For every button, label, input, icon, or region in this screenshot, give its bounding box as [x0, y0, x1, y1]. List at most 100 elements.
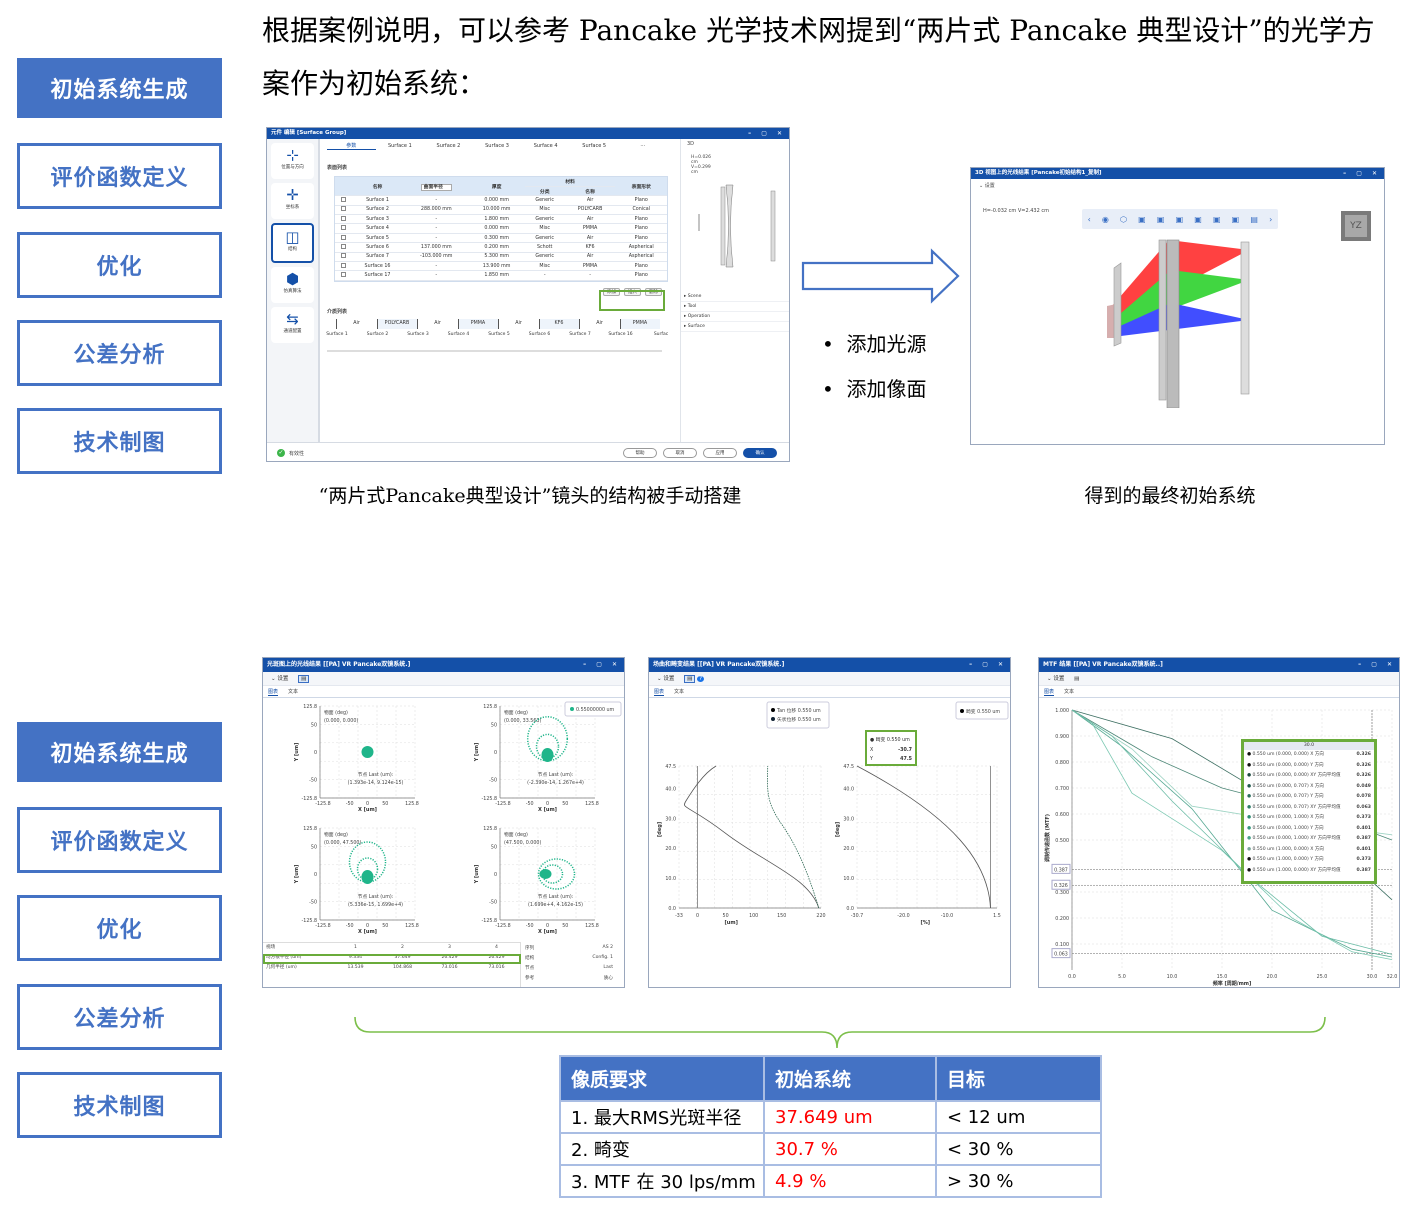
cube-front-icon[interactable]: ▣ — [1138, 214, 1146, 224]
tree-item[interactable]: ▸ Surface — [681, 322, 789, 332]
list-icon[interactable]: ▤ — [1074, 676, 1080, 682]
help-icon[interactable]: ? — [697, 676, 704, 682]
checkbox[interactable] — [340, 243, 346, 249]
row-button[interactable]: 添加 — [603, 288, 620, 296]
next-icon[interactable]: › — [1269, 214, 1273, 224]
cube-back-icon[interactable]: ▣ — [1156, 214, 1165, 224]
tab-text[interactable]: 文本 — [1064, 689, 1075, 695]
nav-drawing[interactable]: 技术制图 — [17, 408, 222, 474]
checkbox[interactable] — [340, 262, 346, 268]
nav-optimize[interactable]: 优化 — [17, 895, 222, 961]
checkbox[interactable] — [340, 234, 346, 240]
cube-bottom-icon[interactable]: ▣ — [1231, 214, 1240, 224]
dialog-button[interactable]: 取消 — [663, 448, 697, 458]
nav-drawing[interactable]: 技术制图 — [17, 1072, 222, 1138]
cell-name: Surface 5 — [351, 233, 404, 244]
nav-optimize[interactable]: 优化 — [17, 232, 222, 298]
window-controls[interactable]: – ▢ ✕ — [748, 130, 786, 137]
row-checkbox[interactable] — [335, 270, 351, 281]
tab-text[interactable]: 文本 — [674, 689, 685, 695]
row-checkbox[interactable] — [335, 252, 351, 263]
settings-toggle[interactable]: ⌄ 设置 — [979, 183, 995, 189]
image-value: (-2.390e-14, 1.267e+4) — [527, 780, 584, 786]
editor-tab[interactable]: Surface 3 — [485, 143, 509, 149]
row-checkbox[interactable] — [335, 214, 351, 225]
dialog-button[interactable]: 应用 — [703, 448, 737, 458]
view-3d-label[interactable]: 3D — [687, 141, 695, 147]
table-row[interactable]: Surface 17-1.850 mm--Plano — [335, 270, 667, 281]
cube-right-icon[interactable]: ▣ — [1194, 214, 1202, 224]
window-controls[interactable]: – ▢ ✕ — [1358, 661, 1396, 668]
checkbox[interactable] — [340, 215, 346, 221]
nav-initial-system[interactable]: 初始系统生成 — [17, 58, 222, 118]
dialog-button[interactable]: 帮助 — [623, 448, 657, 458]
window-controls[interactable]: – ▢ ✕ — [1343, 170, 1381, 177]
table-cell: 73.016 — [441, 965, 458, 970]
settings-toggle[interactable]: ⌄ 设置 — [1047, 676, 1065, 682]
tree-item[interactable]: ▸ Tool — [681, 302, 789, 312]
screenshot-icon[interactable]: ▤ — [1250, 214, 1258, 224]
media-scrollbar[interactable] — [327, 350, 662, 352]
checkbox[interactable] — [340, 196, 346, 202]
window-titlebar: 光斑图上的光线结果 [[PA] VR Pancake双镜系统.]– ▢ ✕ — [263, 658, 624, 672]
tree-item[interactable]: ▸ Operation — [681, 312, 789, 322]
row-button[interactable]: 插入 — [624, 288, 641, 296]
row-checkbox[interactable] — [335, 242, 351, 253]
settings-toggle[interactable]: ⌄ 设置 — [657, 676, 675, 682]
dialog-button[interactable]: 确认 — [743, 448, 777, 458]
tree-item[interactable]: ▸ Scene — [681, 292, 789, 302]
nav-tolerance[interactable]: 公差分析 — [17, 320, 222, 386]
radius-select[interactable]: 曲面半径 — [420, 183, 452, 191]
row-button[interactable]: 删除 — [645, 288, 662, 296]
cell-initial: 4.9 % — [763, 1164, 937, 1198]
editor-tab[interactable]: Surface 5 — [582, 143, 607, 149]
checkbox[interactable] — [340, 272, 346, 278]
tab-chart[interactable]: 图表 — [268, 689, 279, 696]
layout-icon[interactable]: ▤ — [298, 675, 310, 683]
nav-initial-system[interactable]: 初始系统生成 — [17, 722, 222, 782]
rail-item[interactable]: ⬢仿真算法 — [271, 267, 314, 303]
layout-icon[interactable]: ▤ — [684, 675, 696, 683]
editor-tab[interactable]: Surface 4 — [533, 143, 558, 149]
cube-left-icon[interactable]: ▣ — [1175, 214, 1184, 224]
editor-tab[interactable]: Surface 1 — [387, 143, 412, 149]
row-checkbox[interactable] — [335, 195, 351, 206]
cube-top-icon[interactable]: ▣ — [1212, 214, 1221, 224]
row-checkbox[interactable] — [335, 261, 351, 272]
editor-tab[interactable]: Surface 2 — [436, 143, 461, 149]
checkbox[interactable] — [340, 253, 346, 259]
settings-toggle[interactable]: ⌄ 设置 — [271, 676, 289, 682]
row-checkbox[interactable] — [335, 205, 351, 216]
editor-tab[interactable]: ··· — [640, 143, 646, 149]
nav-merit-function[interactable]: 评价函数定义 — [17, 143, 222, 209]
cube-iso-icon[interactable]: ⬡ — [1120, 214, 1128, 224]
window-controls[interactable]: – ▢ ✕ — [969, 661, 1007, 668]
prev-icon[interactable]: ‹ — [1087, 214, 1091, 224]
checkbox[interactable] — [340, 225, 346, 231]
rail-item[interactable]: ✛坐标系 — [271, 183, 314, 219]
tab-text[interactable]: 文本 — [288, 689, 299, 695]
rail-item[interactable]: ⇆通道配置 — [271, 307, 314, 343]
row-checkbox[interactable] — [335, 223, 351, 234]
nav-merit-function[interactable]: 评价函数定义 — [17, 807, 222, 873]
window-controls[interactable]: – ▢ ✕ — [583, 661, 621, 668]
tab-chart[interactable]: 图表 — [1044, 689, 1055, 696]
rail-icon: ◫ — [285, 228, 300, 246]
tab-chart[interactable]: 图表 — [654, 689, 665, 696]
target-icon[interactable]: ◉ — [1101, 214, 1109, 224]
rail-item[interactable]: ◫结构 — [271, 223, 314, 263]
editor-tab[interactable]: 参数 — [327, 142, 376, 150]
checkbox[interactable] — [340, 206, 346, 212]
rail-item[interactable]: ⊹位置与方向 — [271, 143, 314, 179]
row-checkbox[interactable] — [335, 233, 351, 244]
view-cube[interactable]: YZ — [1341, 211, 1371, 241]
nav-tolerance[interactable]: 公差分析 — [17, 984, 222, 1050]
